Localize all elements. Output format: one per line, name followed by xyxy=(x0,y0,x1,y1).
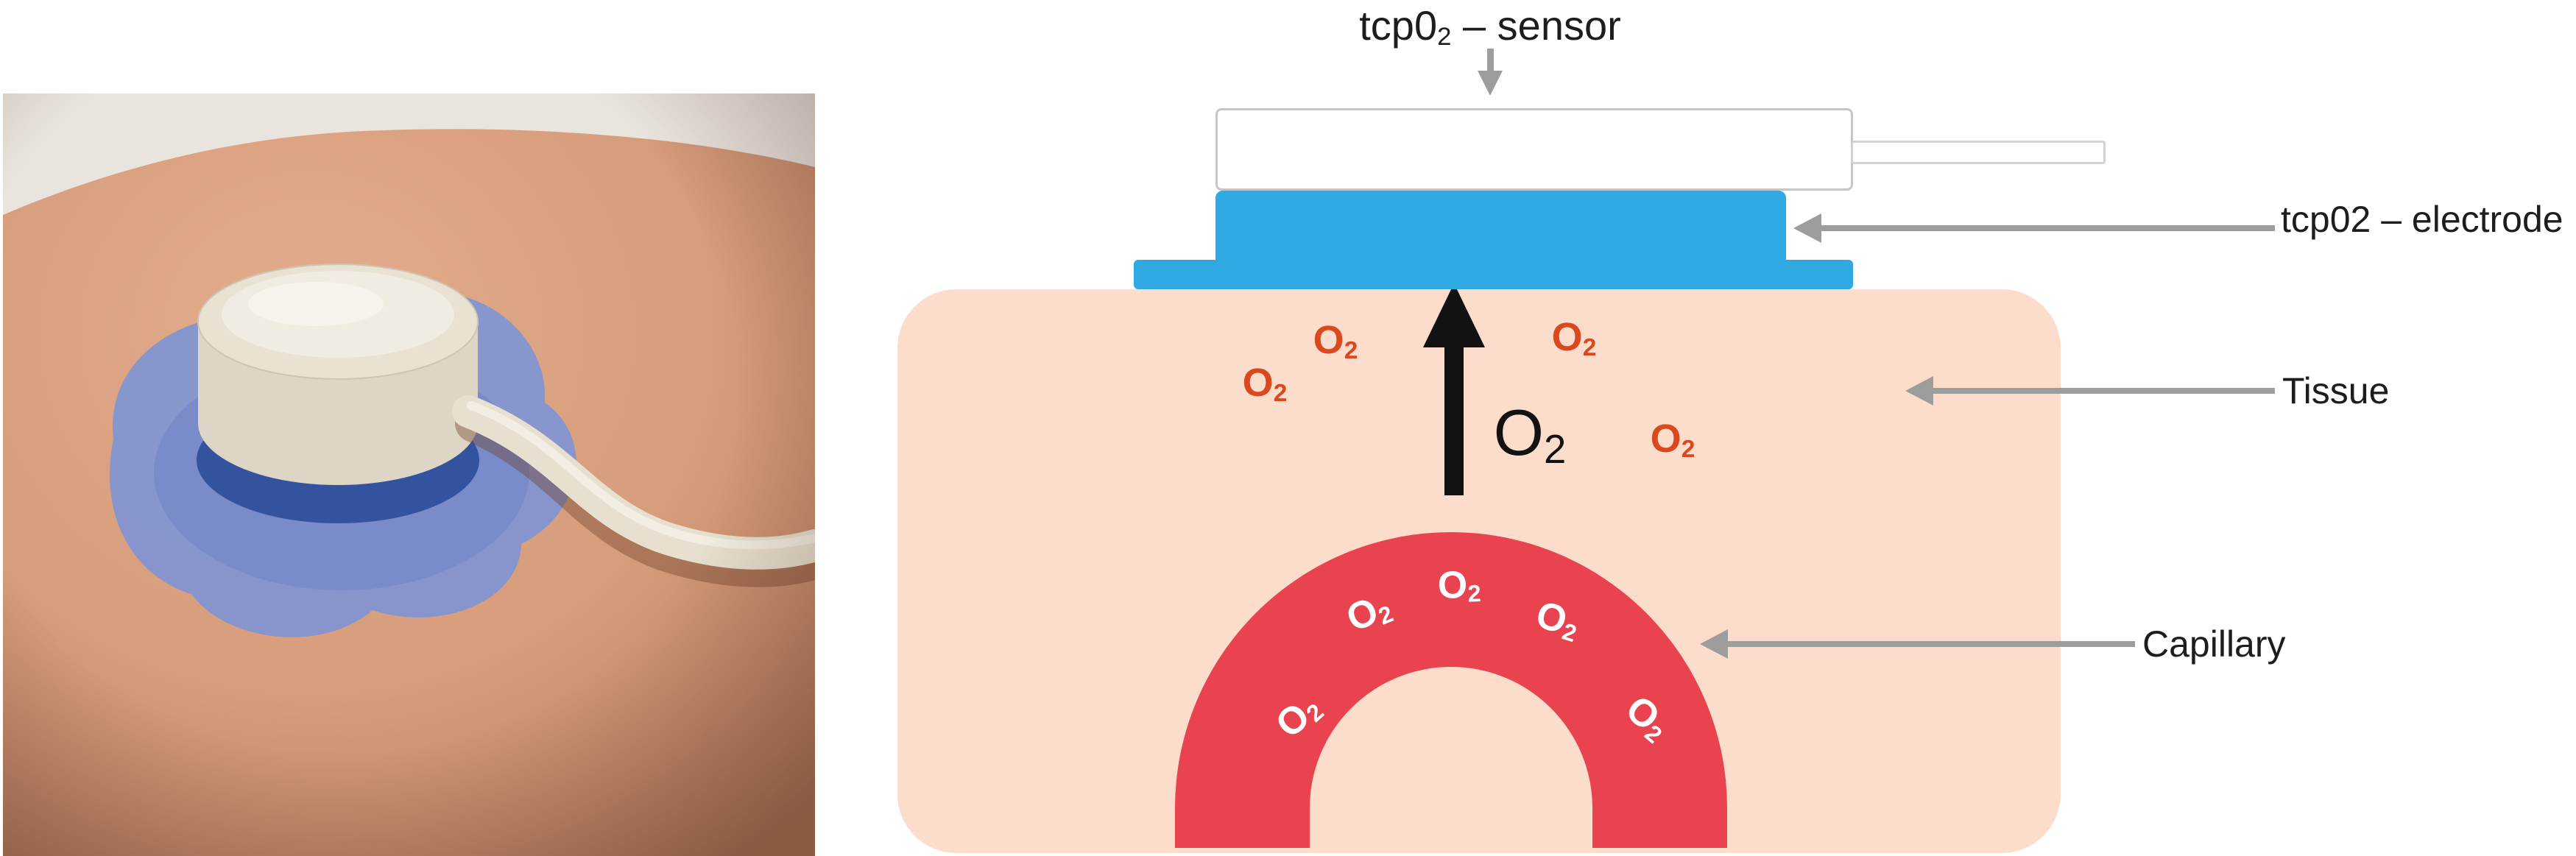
o2-sub: 2 xyxy=(1344,336,1358,364)
o2-base: O xyxy=(1436,563,1469,608)
title-suffix: – sensor xyxy=(1451,2,1621,49)
capillary-label: Capillary xyxy=(2142,623,2286,665)
diagram-title: tcp02 – sensor xyxy=(1299,1,1682,49)
o2-diffusing-label: O2 xyxy=(1494,400,1567,470)
o2-base: O xyxy=(1551,315,1583,359)
title-arrow-shaft xyxy=(1487,49,1494,74)
tcpo2-sensor-body xyxy=(1215,108,1853,191)
title-arrow-head xyxy=(1478,71,1503,96)
title-prefix: tcp0 xyxy=(1359,2,1438,49)
electrode-block xyxy=(1215,191,1786,261)
o2-molecule-tissue: O2 xyxy=(1242,361,1288,406)
title-subscript: 2 xyxy=(1437,22,1452,51)
o2-molecule-tissue: O2 xyxy=(1650,417,1695,461)
o2-sub: 2 xyxy=(1582,333,1597,361)
photo-vignette xyxy=(3,93,815,856)
o2-base: O xyxy=(1650,417,1682,461)
o2-molecule-capillary: O2 xyxy=(1436,563,1482,608)
o2-sub: 2 xyxy=(1273,379,1288,407)
electrode-arrow-line xyxy=(1818,225,2275,231)
tissue-label: Tissue xyxy=(2282,370,2390,411)
o2-base: O xyxy=(1493,396,1545,469)
sensor-cable-stub xyxy=(1851,141,2106,164)
o2-sub: 2 xyxy=(1544,426,1567,472)
o2-base: O xyxy=(1313,318,1344,362)
electrode-contact-strip xyxy=(1134,260,1853,289)
o2-sub: 2 xyxy=(1467,580,1482,608)
sensor-photo-illustration xyxy=(3,93,815,856)
electrode-arrow-head xyxy=(1793,213,1821,243)
o2-molecule-tissue: O2 xyxy=(1313,318,1358,363)
sensor-photo xyxy=(3,93,815,856)
o2-molecule-tissue: O2 xyxy=(1551,315,1597,360)
o2-sub: 2 xyxy=(1681,435,1695,463)
o2-base: O xyxy=(1242,361,1274,405)
electrode-label: tcp02 – electrode xyxy=(2281,199,2563,240)
